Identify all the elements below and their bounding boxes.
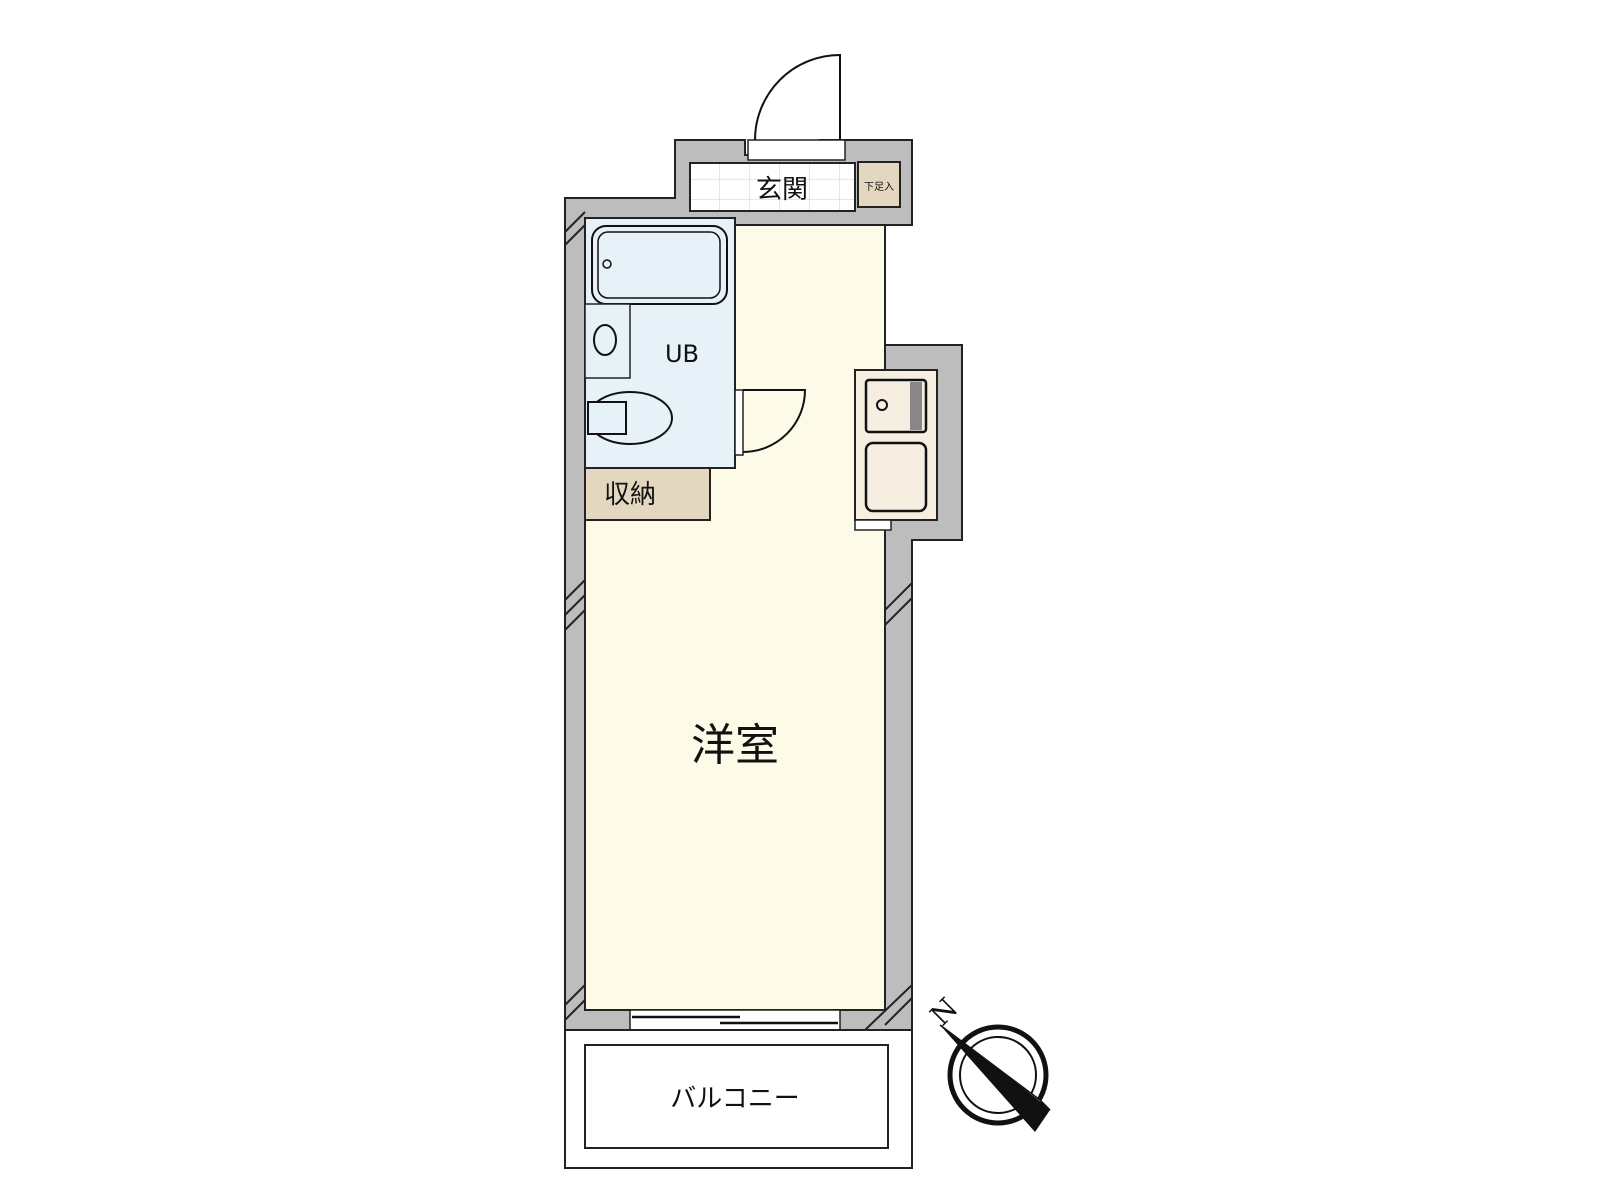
entrance-door [747,53,846,161]
storage [584,467,711,521]
shoe-storage-label: 下足入 [864,181,894,193]
kitchen-stove-icon [864,378,928,434]
kitchen-sink-icon [864,441,928,513]
balcony-sliding-door [629,1009,841,1031]
balcony-label: バルコニー [670,1084,799,1114]
western-room-label: 洋室 [691,720,779,771]
compass-north-label: N [924,991,965,1032]
toilet-icon [587,391,673,445]
entrance-label: 玄関 [756,175,808,205]
window-marks [564,211,913,1031]
washbasin-icon [593,324,617,356]
bathtub-icon [591,225,728,305]
balcony [564,1029,913,1169]
compass-icon: N [924,991,1051,1132]
unit-bath-label: UB [665,340,699,368]
storage-label: 収納 [604,480,656,510]
entrance-floor [689,162,856,212]
washbasin-area [584,303,631,379]
shoe-storage [857,161,901,208]
bath-door [734,389,807,456]
